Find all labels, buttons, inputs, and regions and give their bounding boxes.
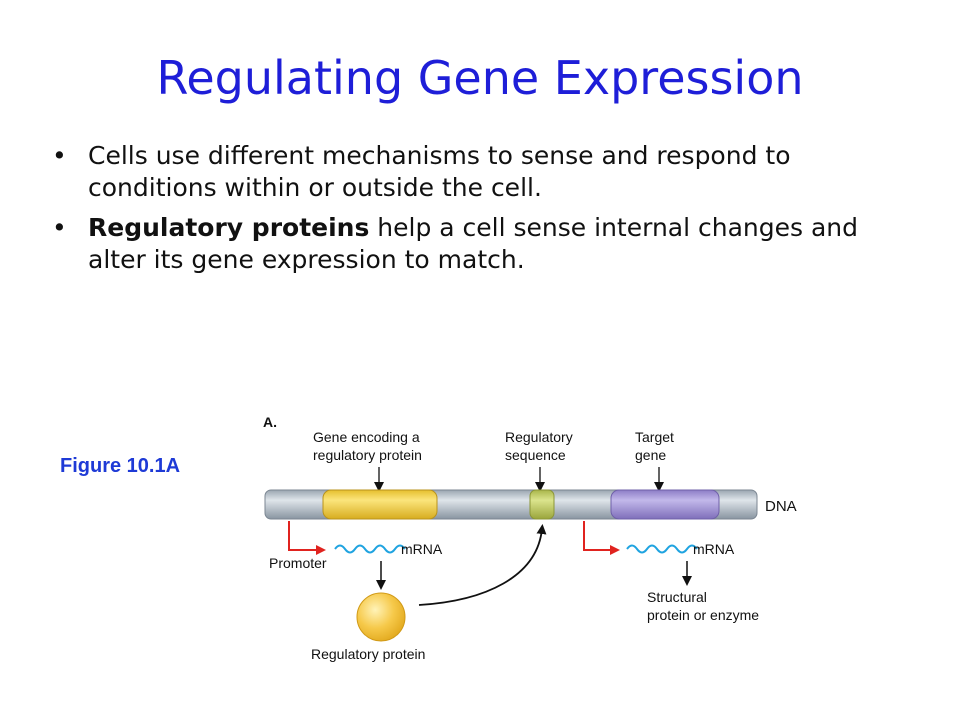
- mrna-label-left: mRNA: [401, 541, 443, 557]
- bullet-item: • Cells use different mechanisms to sens…: [52, 140, 912, 204]
- regulatory-protein-label: Regulatory protein: [311, 646, 425, 662]
- promoter-label: Promoter: [269, 555, 327, 571]
- gene-regulation-diagram: A. Gene encoding a regulatory protein Re…: [263, 414, 797, 662]
- regulatory-protein-gene: [322, 489, 438, 520]
- gene-encoding-label: Gene encoding a: [313, 429, 420, 445]
- product-label-2: protein or enzyme: [647, 607, 759, 623]
- dna-label: DNA: [765, 498, 797, 515]
- regulatory-protein-sphere: [356, 592, 406, 642]
- target-gene-label: Target: [635, 429, 674, 445]
- figure-caption: Figure 10.1A: [60, 455, 181, 477]
- product-label: Structural: [647, 589, 707, 605]
- target-gene: [610, 489, 720, 520]
- promoter-arrow-right: [583, 521, 620, 555]
- bullet-list: • Cells use different mechanisms to sens…: [52, 140, 912, 284]
- regulatory-sequence-label-2: sequence: [505, 447, 566, 463]
- promoter-arrow-left: [288, 521, 326, 555]
- target-gene-label-2: gene: [635, 447, 666, 463]
- bullet-bold-text: Regulatory proteins: [88, 213, 370, 242]
- bullet-item: • Regulatory proteins help a cell sense …: [52, 212, 912, 276]
- bullet-dot: •: [52, 141, 67, 170]
- binding-arrow: [418, 524, 547, 606]
- bullet-text: Cells use different mechanisms to sense …: [88, 141, 791, 202]
- mrna-wave-left: [334, 544, 406, 554]
- regulatory-sequence-label: Regulatory: [505, 429, 573, 445]
- panel-label: A.: [263, 414, 277, 430]
- mrna-wave-right: [626, 544, 698, 554]
- gene-encoding-label-2: regulatory protein: [313, 447, 422, 463]
- regulatory-sequence: [529, 489, 555, 520]
- bullet-dot: •: [52, 213, 67, 242]
- mrna-label-right: mRNA: [693, 541, 735, 557]
- slide-title: Regulating Gene Expression: [156, 51, 804, 105]
- bullet-text: help a cell sense internal changes and a…: [88, 213, 859, 274]
